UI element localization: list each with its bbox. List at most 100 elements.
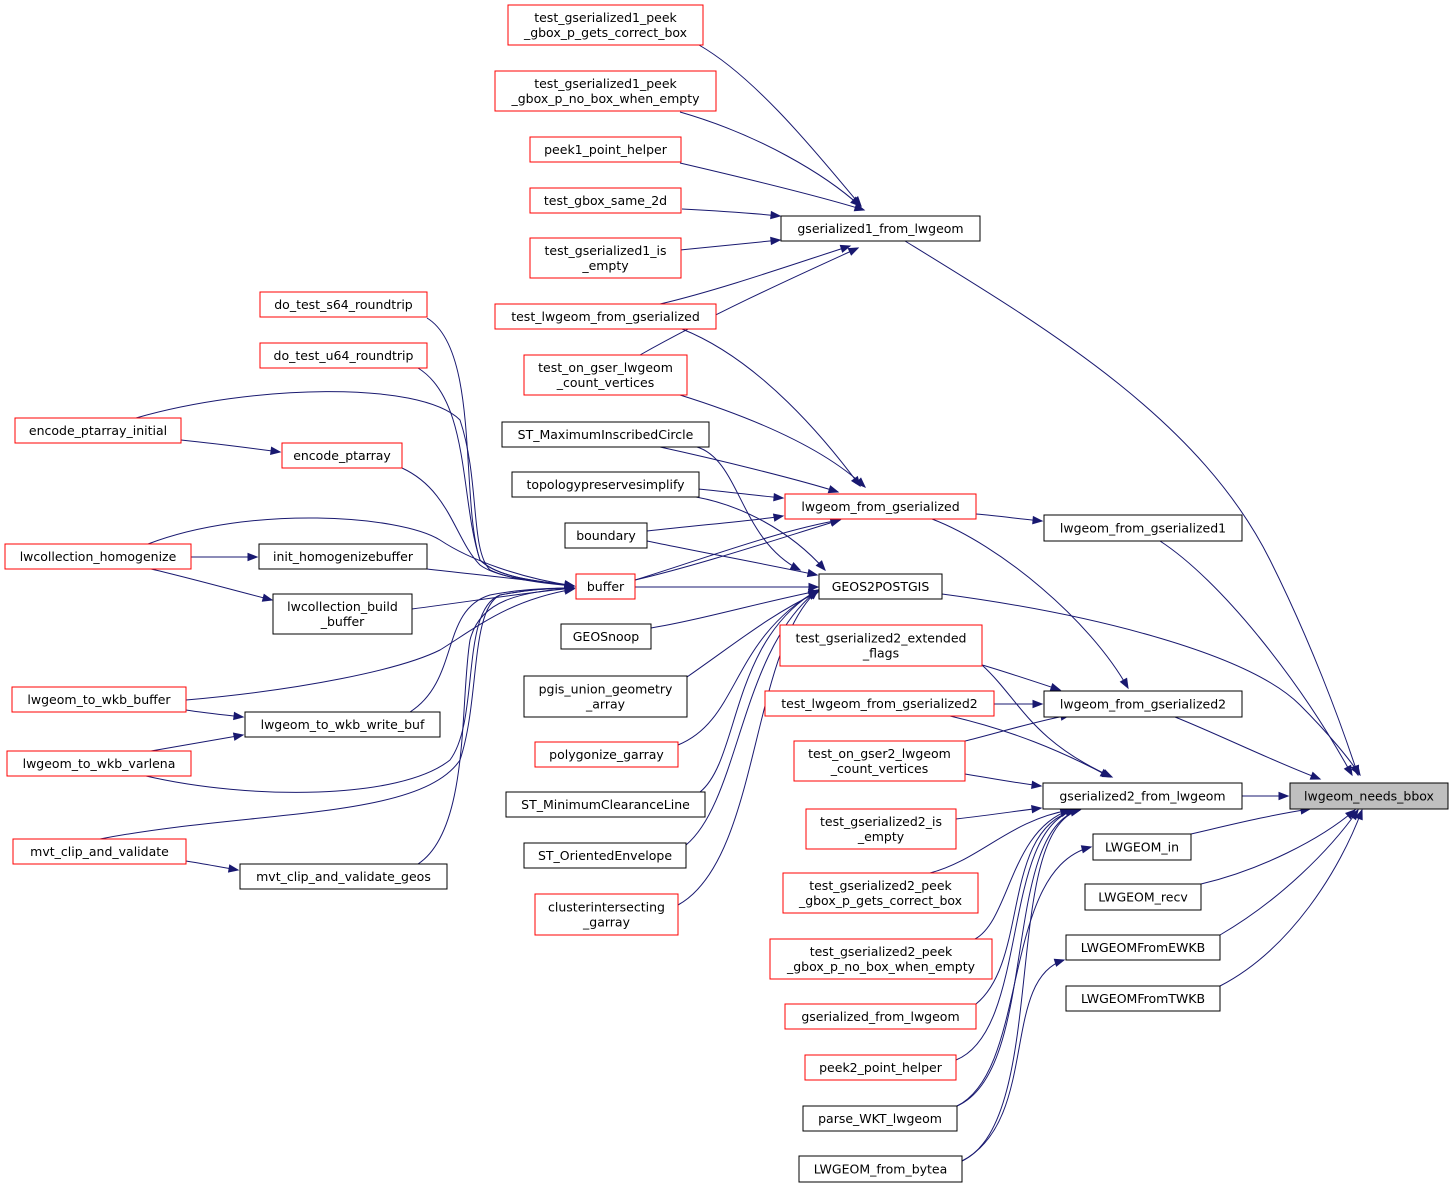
node-s64[interactable]: do_test_s64_roundtrip	[259, 291, 428, 318]
node-st-mic[interactable]: ST_MaximumInscribedCircle	[501, 421, 710, 448]
node-from-bytea[interactable]: LWGEOM_from_bytea	[798, 1155, 963, 1183]
node-box	[534, 741, 679, 768]
call-edge	[981, 664, 1062, 692]
node-lwcoll-homog[interactable]: lwcollection_homogenize	[4, 543, 192, 570]
node-label: pgis_union_geometry	[539, 682, 673, 697]
node-label: _count_vertices	[830, 761, 928, 776]
node-t-on-gser[interactable]: test_on_gser_lwgeom_count_vertices	[523, 354, 688, 396]
node-lwgeom-from-gserialized1[interactable]: lwgeom_from_gserialized1	[1043, 514, 1243, 542]
node-label: lwgeom_to_wkb_varlena	[23, 756, 176, 771]
node-buffer[interactable]: buffer	[575, 573, 636, 600]
node-encode-initial[interactable]: encode_ptarray_initial	[14, 417, 182, 444]
node-mvt-clip[interactable]: mvt_clip_and_validate	[12, 838, 187, 865]
call-edge	[964, 773, 1043, 789]
arrowhead-icon	[1351, 764, 1361, 777]
node-box	[4, 543, 192, 570]
arrowhead-icon	[1080, 845, 1093, 854]
edge-line	[698, 44, 862, 207]
node-st-mcl[interactable]: ST_MinimumClearanceLine	[505, 791, 706, 818]
node-gbox-same[interactable]: test_gbox_same_2d	[529, 187, 682, 214]
call-edge	[1159, 540, 1353, 777]
node-box	[1065, 934, 1221, 961]
node-u64[interactable]: do_test_u64_roundtrip	[259, 342, 428, 369]
call-edge	[646, 513, 785, 532]
node-encode[interactable]: encode_ptarray	[281, 442, 403, 469]
node-st-oe[interactable]: ST_OrientedEnvelope	[523, 842, 687, 869]
node-label: LWGEOM_from_bytea	[814, 1162, 948, 1177]
edge-line	[1174, 716, 1321, 780]
arrowhead-icon	[806, 568, 819, 578]
node-gser-from-lwgeom[interactable]: gserialized_from_lwgeom	[784, 1003, 977, 1030]
node-parse-wkt[interactable]: parse_WKT_lwgeom	[802, 1105, 958, 1132]
node-wkb-write-buf[interactable]: lwgeom_to_wkb_write_buf	[244, 711, 441, 738]
node-boundary[interactable]: boundary	[564, 522, 648, 549]
node-wkb-buffer[interactable]: lwgeom_to_wkb_buffer	[11, 686, 187, 713]
node-t2-is-empty[interactable]: test_gserialized2_is_empty	[805, 808, 957, 850]
node-box	[805, 808, 957, 850]
node-polygonize[interactable]: polygonize_garray	[534, 741, 679, 768]
node-peek1[interactable]: peek1_point_helper	[529, 136, 682, 163]
node-box	[769, 938, 993, 980]
node-gserialized2-from-lwgeom[interactable]: gserialized2_from_lwgeom	[1042, 782, 1243, 810]
node-fromtwkb[interactable]: LWGEOMFromTWKB	[1065, 985, 1221, 1012]
node-lwcoll-build[interactable]: lwcollection_build_buffer	[272, 593, 413, 635]
node-label: do_test_u64_roundtrip	[274, 348, 414, 363]
node-fromewkb[interactable]: LWGEOMFromEWKB	[1065, 934, 1221, 961]
node-gserialized1-from-lwgeom[interactable]: gserialized1_from_lwgeom	[780, 215, 981, 242]
node-t1-peek-nobox[interactable]: test_gserialized1_peek_gbox_p_no_box_whe…	[494, 70, 717, 112]
node-box	[11, 686, 187, 713]
call-edge	[185, 860, 240, 873]
node-label: mvt_clip_and_validate_geos	[256, 869, 431, 884]
arrowhead-icon	[261, 593, 274, 602]
node-t-lwgeom-from-gser2[interactable]: test_lwgeom_from_gserialized2	[764, 690, 995, 717]
node-box	[501, 421, 710, 448]
node-box	[1092, 833, 1192, 861]
node-cluster[interactable]: clusterintersecting_garray	[534, 893, 679, 936]
node-lwgeom-from-gserialized[interactable]: lwgeom_from_gserialized	[784, 493, 977, 520]
node-box	[523, 354, 688, 396]
node-t2-peek-nobox[interactable]: test_gserialized2_peek_gbox_p_no_box_whe…	[769, 938, 993, 980]
edge-line	[426, 568, 575, 587]
node-mvt-clip-geos[interactable]: mvt_clip_and_validate_geos	[239, 863, 448, 890]
node-box	[14, 417, 182, 444]
edge-line	[955, 809, 1076, 1061]
node-wkb-varlena[interactable]: lwgeom_to_wkb_varlena	[6, 750, 192, 777]
node-t1-is-empty[interactable]: test_gserialized1_is_empty	[529, 237, 682, 279]
node-box	[1043, 690, 1243, 718]
call-edge	[659, 446, 840, 494]
node-label: test_gserialized1_peek	[534, 76, 677, 91]
node-t2-ext-flags[interactable]: test_gserialized2_extended_flags	[779, 624, 983, 667]
arrowhead-icon	[233, 711, 245, 721]
node-t2-peek-correct[interactable]: test_gserialized2_peek_gbox_p_gets_corre…	[782, 872, 979, 914]
node-box	[511, 471, 700, 498]
node-t-on-gser2[interactable]: test_on_gser2_lwgeom_count_vertices	[793, 740, 966, 782]
node-box	[494, 70, 717, 112]
node-label: ST_OrientedEnvelope	[538, 848, 672, 863]
node-lwgeom-recv[interactable]: LWGEOM_recv	[1084, 883, 1202, 911]
node-lwgeom-from-gserialized2[interactable]: lwgeom_from_gserialized2	[1043, 690, 1243, 718]
edge-line	[150, 568, 273, 601]
edge-line	[1200, 809, 1356, 885]
node-init-homog[interactable]: init_homogenizebuffer	[258, 543, 428, 570]
node-label: polygonize_garray	[549, 747, 664, 762]
arrowhead-icon	[270, 446, 282, 455]
node-geos2postgis[interactable]: GEOS2POSTGIS	[818, 573, 943, 600]
arrowhead-icon	[850, 196, 862, 207]
call-edge	[697, 488, 785, 502]
node-topo[interactable]: topologypreservesimplify	[511, 471, 700, 498]
node-peek2[interactable]: peek2_point_helper	[804, 1054, 957, 1081]
node-lwgeom-needs-bbox[interactable]: lwgeom_needs_bbox	[1289, 782, 1449, 810]
node-t-lwgeom-from-gser[interactable]: test_lwgeom_from_gserialized	[494, 303, 717, 330]
node-pgis-union[interactable]: pgis_union_geometry_array	[523, 675, 688, 718]
node-geosnoop[interactable]: GEOSnoop	[560, 623, 652, 650]
edge-line	[699, 589, 819, 793]
arrowhead-icon	[772, 513, 785, 522]
node-lwgeom-in[interactable]: LWGEOM_in	[1092, 833, 1192, 861]
node-box	[505, 791, 706, 818]
edge-line	[679, 162, 865, 211]
edge-line	[679, 239, 781, 251]
call-edge	[417, 584, 576, 865]
node-t1-peek-correct[interactable]: test_gserialized1_peek_gbox_p_gets_corre…	[507, 4, 704, 46]
node-label: lwcollection_homogenize	[20, 549, 177, 564]
